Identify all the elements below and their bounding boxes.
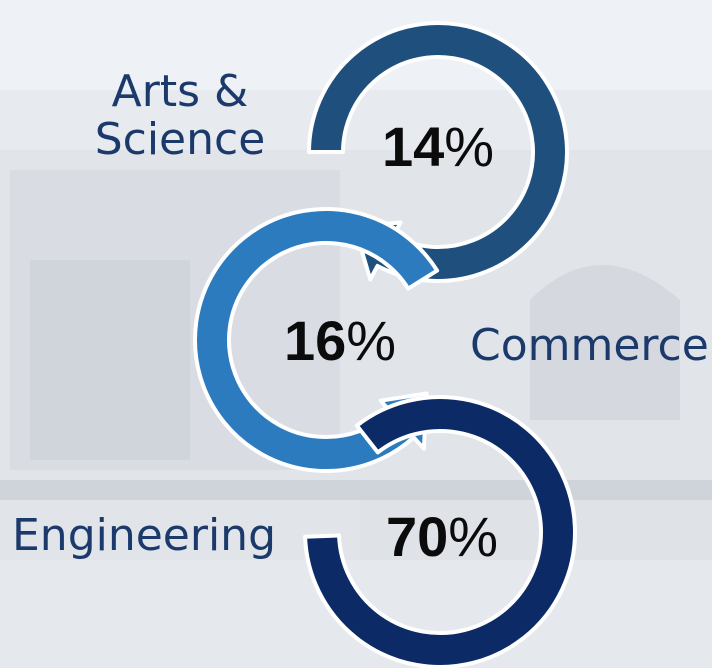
arts-science-ring bbox=[307, 21, 569, 283]
commerce-percent: 16% bbox=[283, 309, 397, 372]
commerce-ring bbox=[193, 207, 440, 473]
engineering-ring bbox=[303, 395, 577, 668]
arts-science-label: Arts & Science bbox=[94, 66, 266, 165]
arts-science-arrow bbox=[307, 21, 569, 283]
commerce-arrow bbox=[193, 207, 440, 473]
engineering-percent: 70% bbox=[385, 505, 499, 568]
engineering-label: Engineering bbox=[12, 510, 276, 561]
commerce-label: Commerce bbox=[470, 320, 709, 371]
engineering-arc bbox=[303, 395, 577, 668]
arts-science-percent: 14% bbox=[381, 115, 495, 178]
